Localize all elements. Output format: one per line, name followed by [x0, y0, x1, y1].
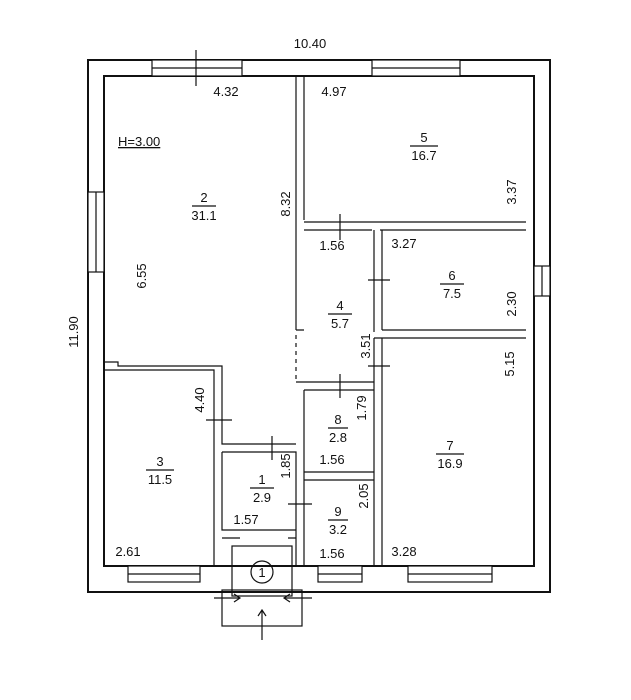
dimension-1-85: 1.85	[278, 453, 293, 478]
room-area: 5.7	[331, 316, 349, 331]
ceiling-height-label: H=3.00	[118, 134, 160, 149]
dimension-8-32: 8.32	[278, 191, 293, 216]
dimension-4-97: 4.97	[321, 84, 346, 99]
room-number: 7	[446, 438, 453, 453]
room-area: 2.9	[253, 490, 271, 505]
dimension-1-56-a: 1.56	[319, 238, 344, 253]
room-8: 8 2.8	[328, 412, 348, 445]
room-number: 8	[334, 412, 341, 427]
room-area: 7.5	[443, 286, 461, 301]
overall-width-label: 10.40	[294, 36, 327, 51]
room-number: 3	[156, 454, 163, 469]
room-5: 5 16.7	[410, 130, 438, 163]
overall-height-label: 11.90	[66, 316, 81, 348]
room-area: 16.9	[437, 456, 462, 471]
room-number: 2	[200, 190, 207, 205]
room-area: 31.1	[191, 208, 216, 223]
entrance-marker-label: 1	[258, 565, 265, 580]
room-4: 4 5.7	[328, 298, 352, 331]
dimension-1-57: 1.57	[233, 512, 258, 527]
room-7: 7 16.9	[436, 438, 464, 471]
room-number: 5	[420, 130, 427, 145]
dimension-3-27: 3.27	[391, 236, 416, 251]
room-number: 1	[258, 472, 265, 487]
dimension-3-51: 3.51	[358, 333, 373, 358]
entrance-porch: 1	[214, 545, 312, 640]
room-2: 2 31.1	[191, 190, 216, 223]
dimension-2-61: 2.61	[115, 544, 140, 559]
dimension-1-79: 1.79	[354, 395, 369, 420]
dimension-labels: 4.32 4.97 8.32 6.55 3.37 1.56 3.27 2.30 …	[115, 84, 519, 561]
room-area: 2.8	[329, 430, 347, 445]
dimension-1-56-b: 1.56	[319, 452, 344, 467]
room-1: 1 2.9	[250, 472, 274, 505]
dimension-1-56-c: 1.56	[319, 546, 344, 561]
dimension-4-40: 4.40	[192, 387, 207, 412]
room-6: 6 7.5	[440, 268, 464, 301]
interior-walls	[104, 50, 526, 566]
room-area: 16.7	[411, 148, 436, 163]
dimension-3-37: 3.37	[504, 179, 519, 204]
dimension-6-55: 6.55	[134, 263, 149, 288]
windows	[87, 59, 551, 583]
room-area: 3.2	[329, 522, 347, 537]
room-9: 9 3.2	[328, 504, 348, 537]
room-area: 11.5	[148, 472, 172, 487]
dimension-3-28: 3.28	[391, 544, 416, 559]
entrance-marker-circle	[250, 560, 274, 584]
room-3: 3 11.5	[146, 454, 174, 487]
dimension-4-32: 4.32	[213, 84, 238, 99]
room-number: 9	[334, 504, 341, 519]
dimension-2-05: 2.05	[356, 483, 371, 508]
room-number: 6	[448, 268, 455, 283]
room-number: 4	[336, 298, 343, 313]
dimension-2-30: 2.30	[504, 291, 519, 316]
dimension-5-15: 5.15	[502, 351, 517, 376]
